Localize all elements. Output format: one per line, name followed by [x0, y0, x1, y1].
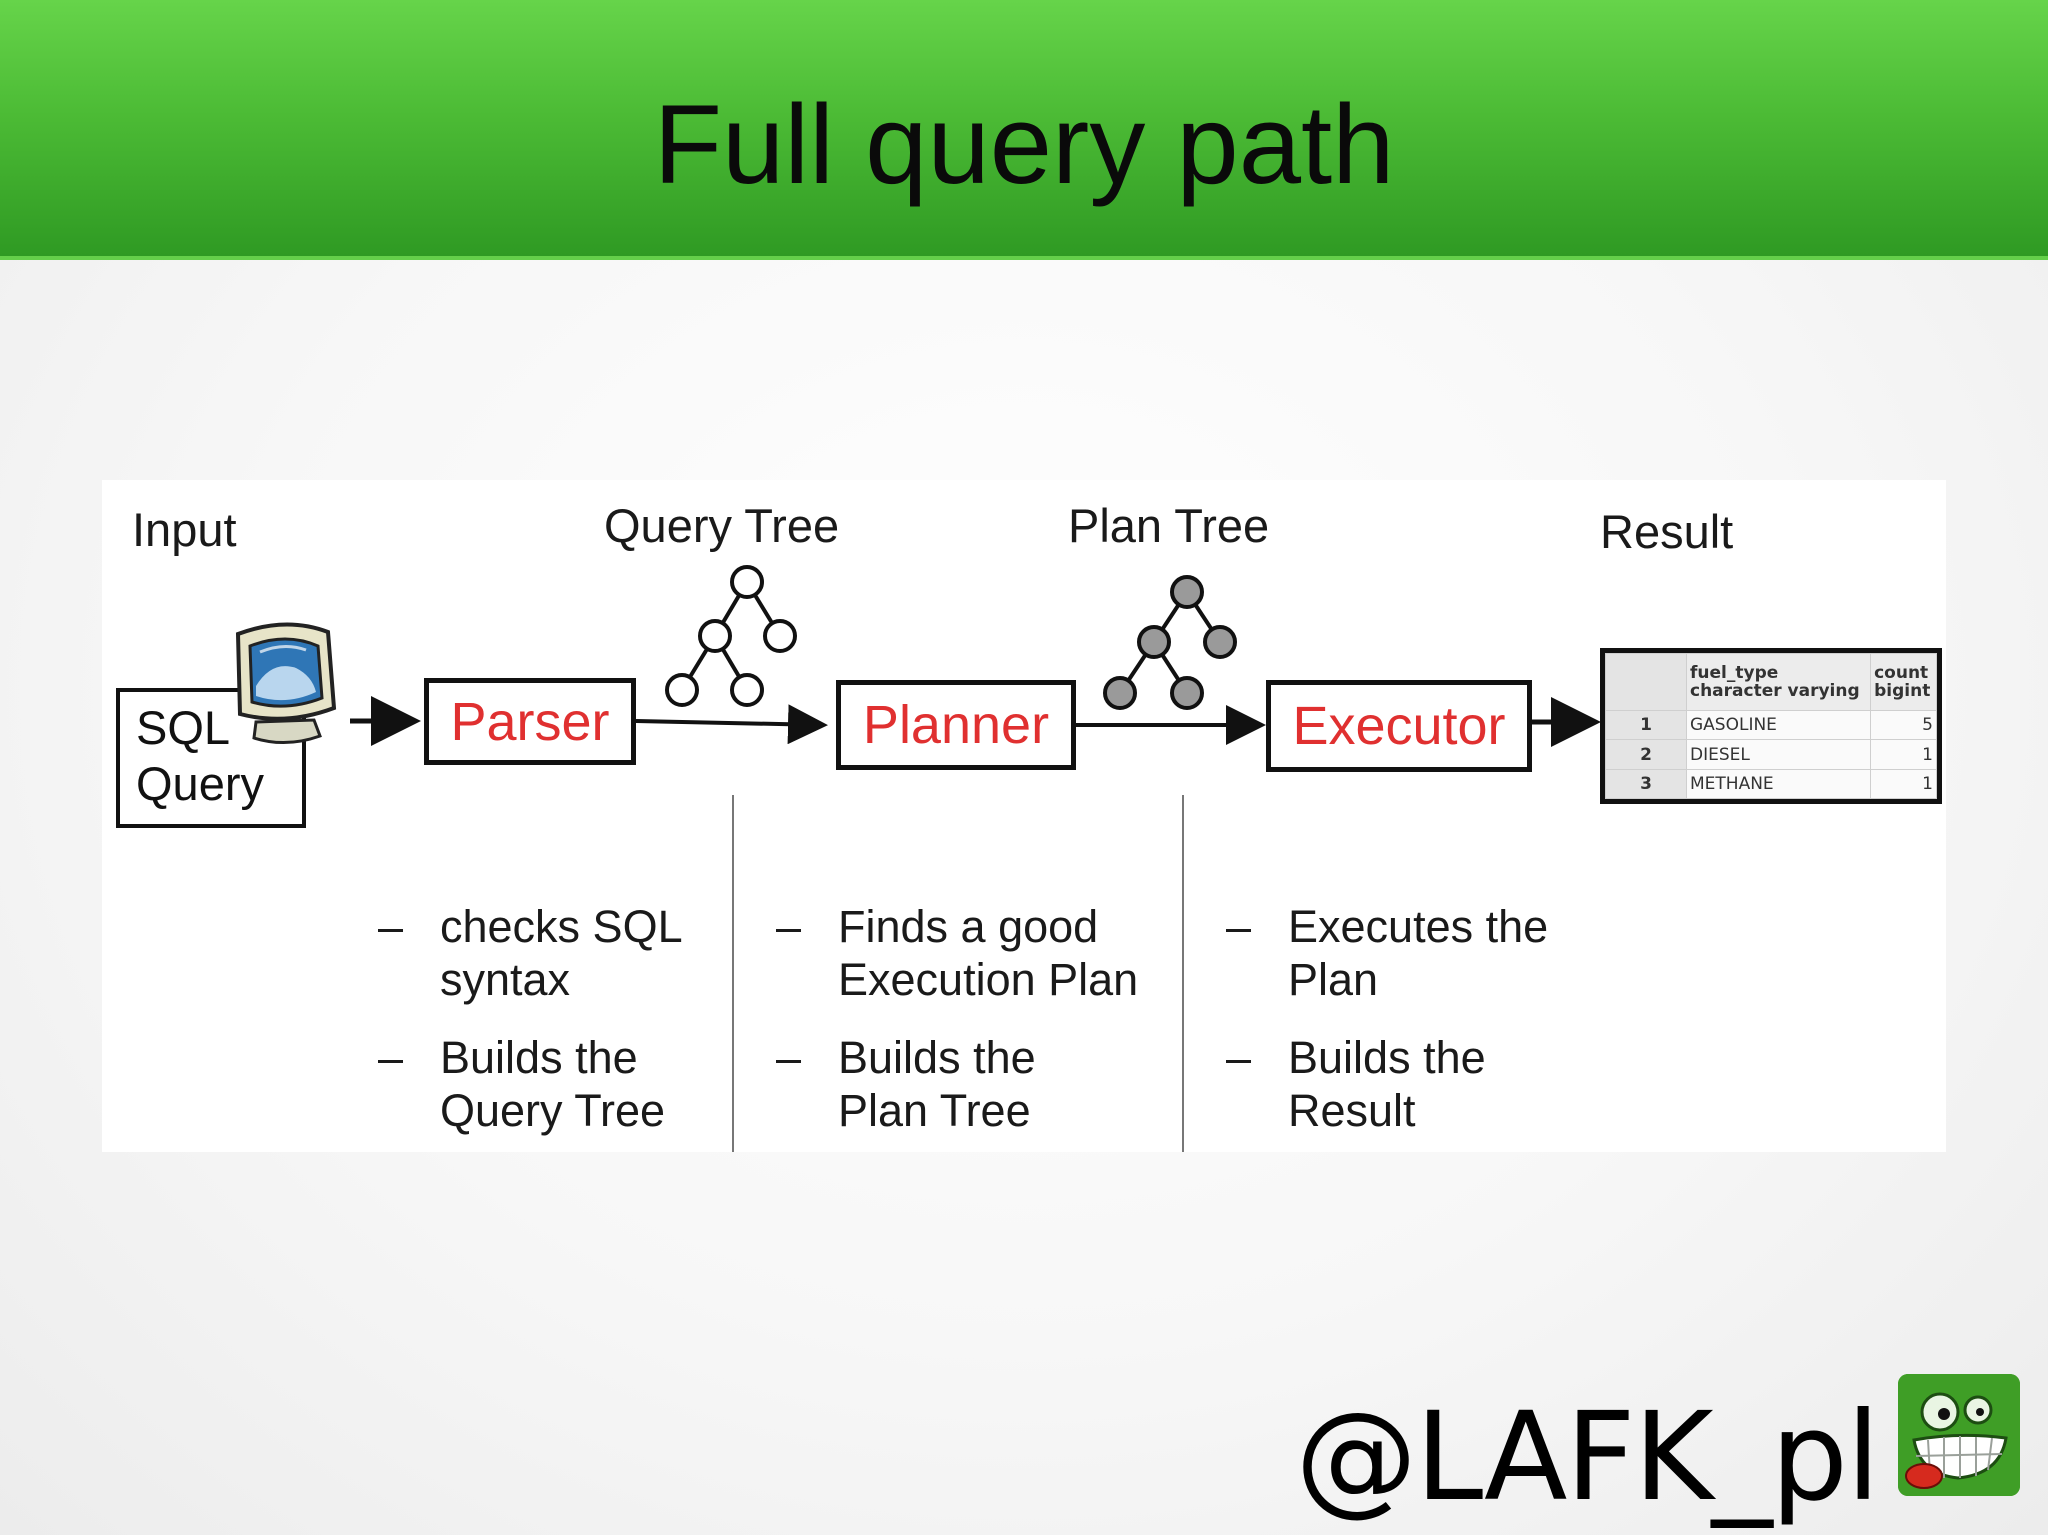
- planner-description: – Finds a good Execution Plan – Builds t…: [776, 900, 1176, 1162]
- executor-description: – Executes the Plan – Builds the Result: [1226, 900, 1606, 1162]
- parser-description: – checks SQL syntax – Builds the Query T…: [378, 900, 718, 1162]
- executor-label: Executor: [1292, 696, 1506, 756]
- cartoon-face-icon: [1898, 1374, 2020, 1496]
- result-label: Result: [1600, 505, 1734, 558]
- slide-title: Full query path: [653, 82, 1395, 207]
- list-item: – Finds a good Execution Plan: [776, 901, 1139, 1005]
- list-item: – Builds the Plan Tree: [776, 1032, 1036, 1136]
- plan-tree-label: Plan Tree: [1068, 499, 1270, 552]
- title-bar: Full query path: [0, 0, 2048, 260]
- diagram-panel: Input Query Tree Plan Tree Result: [102, 480, 1946, 1152]
- arrow-parser-planner: [635, 704, 828, 745]
- column-header-count: count bigint: [1870, 652, 1937, 712]
- column-header-fuel-type: fuel_type character varying: [1685, 652, 1872, 712]
- flow-connectors: [350, 565, 1601, 747]
- table-row: 1 GASOLINE 5: [1605, 710, 1937, 741]
- parser-box: Parser: [424, 678, 636, 765]
- plan-tree-icon: [1103, 575, 1237, 710]
- computer-monitor-icon: [235, 622, 337, 745]
- divider-planner-executor: [1182, 795, 1184, 1152]
- list-item: – checks SQL syntax: [378, 901, 683, 1005]
- planner-label: Planner: [862, 695, 1050, 755]
- executor-box: Executor: [1266, 680, 1532, 772]
- planner-box: Planner: [836, 680, 1076, 770]
- divider-parser-planner: [732, 795, 734, 1152]
- sql-query-line2: Query: [136, 757, 264, 810]
- table-row: 2 DIESEL 1: [1605, 739, 1937, 770]
- input-label: Input: [132, 503, 237, 556]
- sql-query-line1: SQL: [136, 701, 231, 754]
- list-item: – Builds the Query Tree: [378, 1032, 666, 1136]
- parser-label: Parser: [450, 691, 610, 752]
- twitter-handle: @LAFK_pl: [1295, 1386, 1880, 1528]
- result-table: fuel_type character varying count bigint…: [1600, 648, 1942, 804]
- query-tree-icon: [665, 565, 797, 707]
- list-item: – Executes the Plan: [1226, 901, 1549, 1005]
- list-item: – Builds the Result: [1226, 1032, 1486, 1136]
- table-row: 3 METHANE 1: [1605, 768, 1937, 800]
- avatar: [1898, 1374, 2020, 1496]
- query-tree-label: Query Tree: [604, 499, 840, 552]
